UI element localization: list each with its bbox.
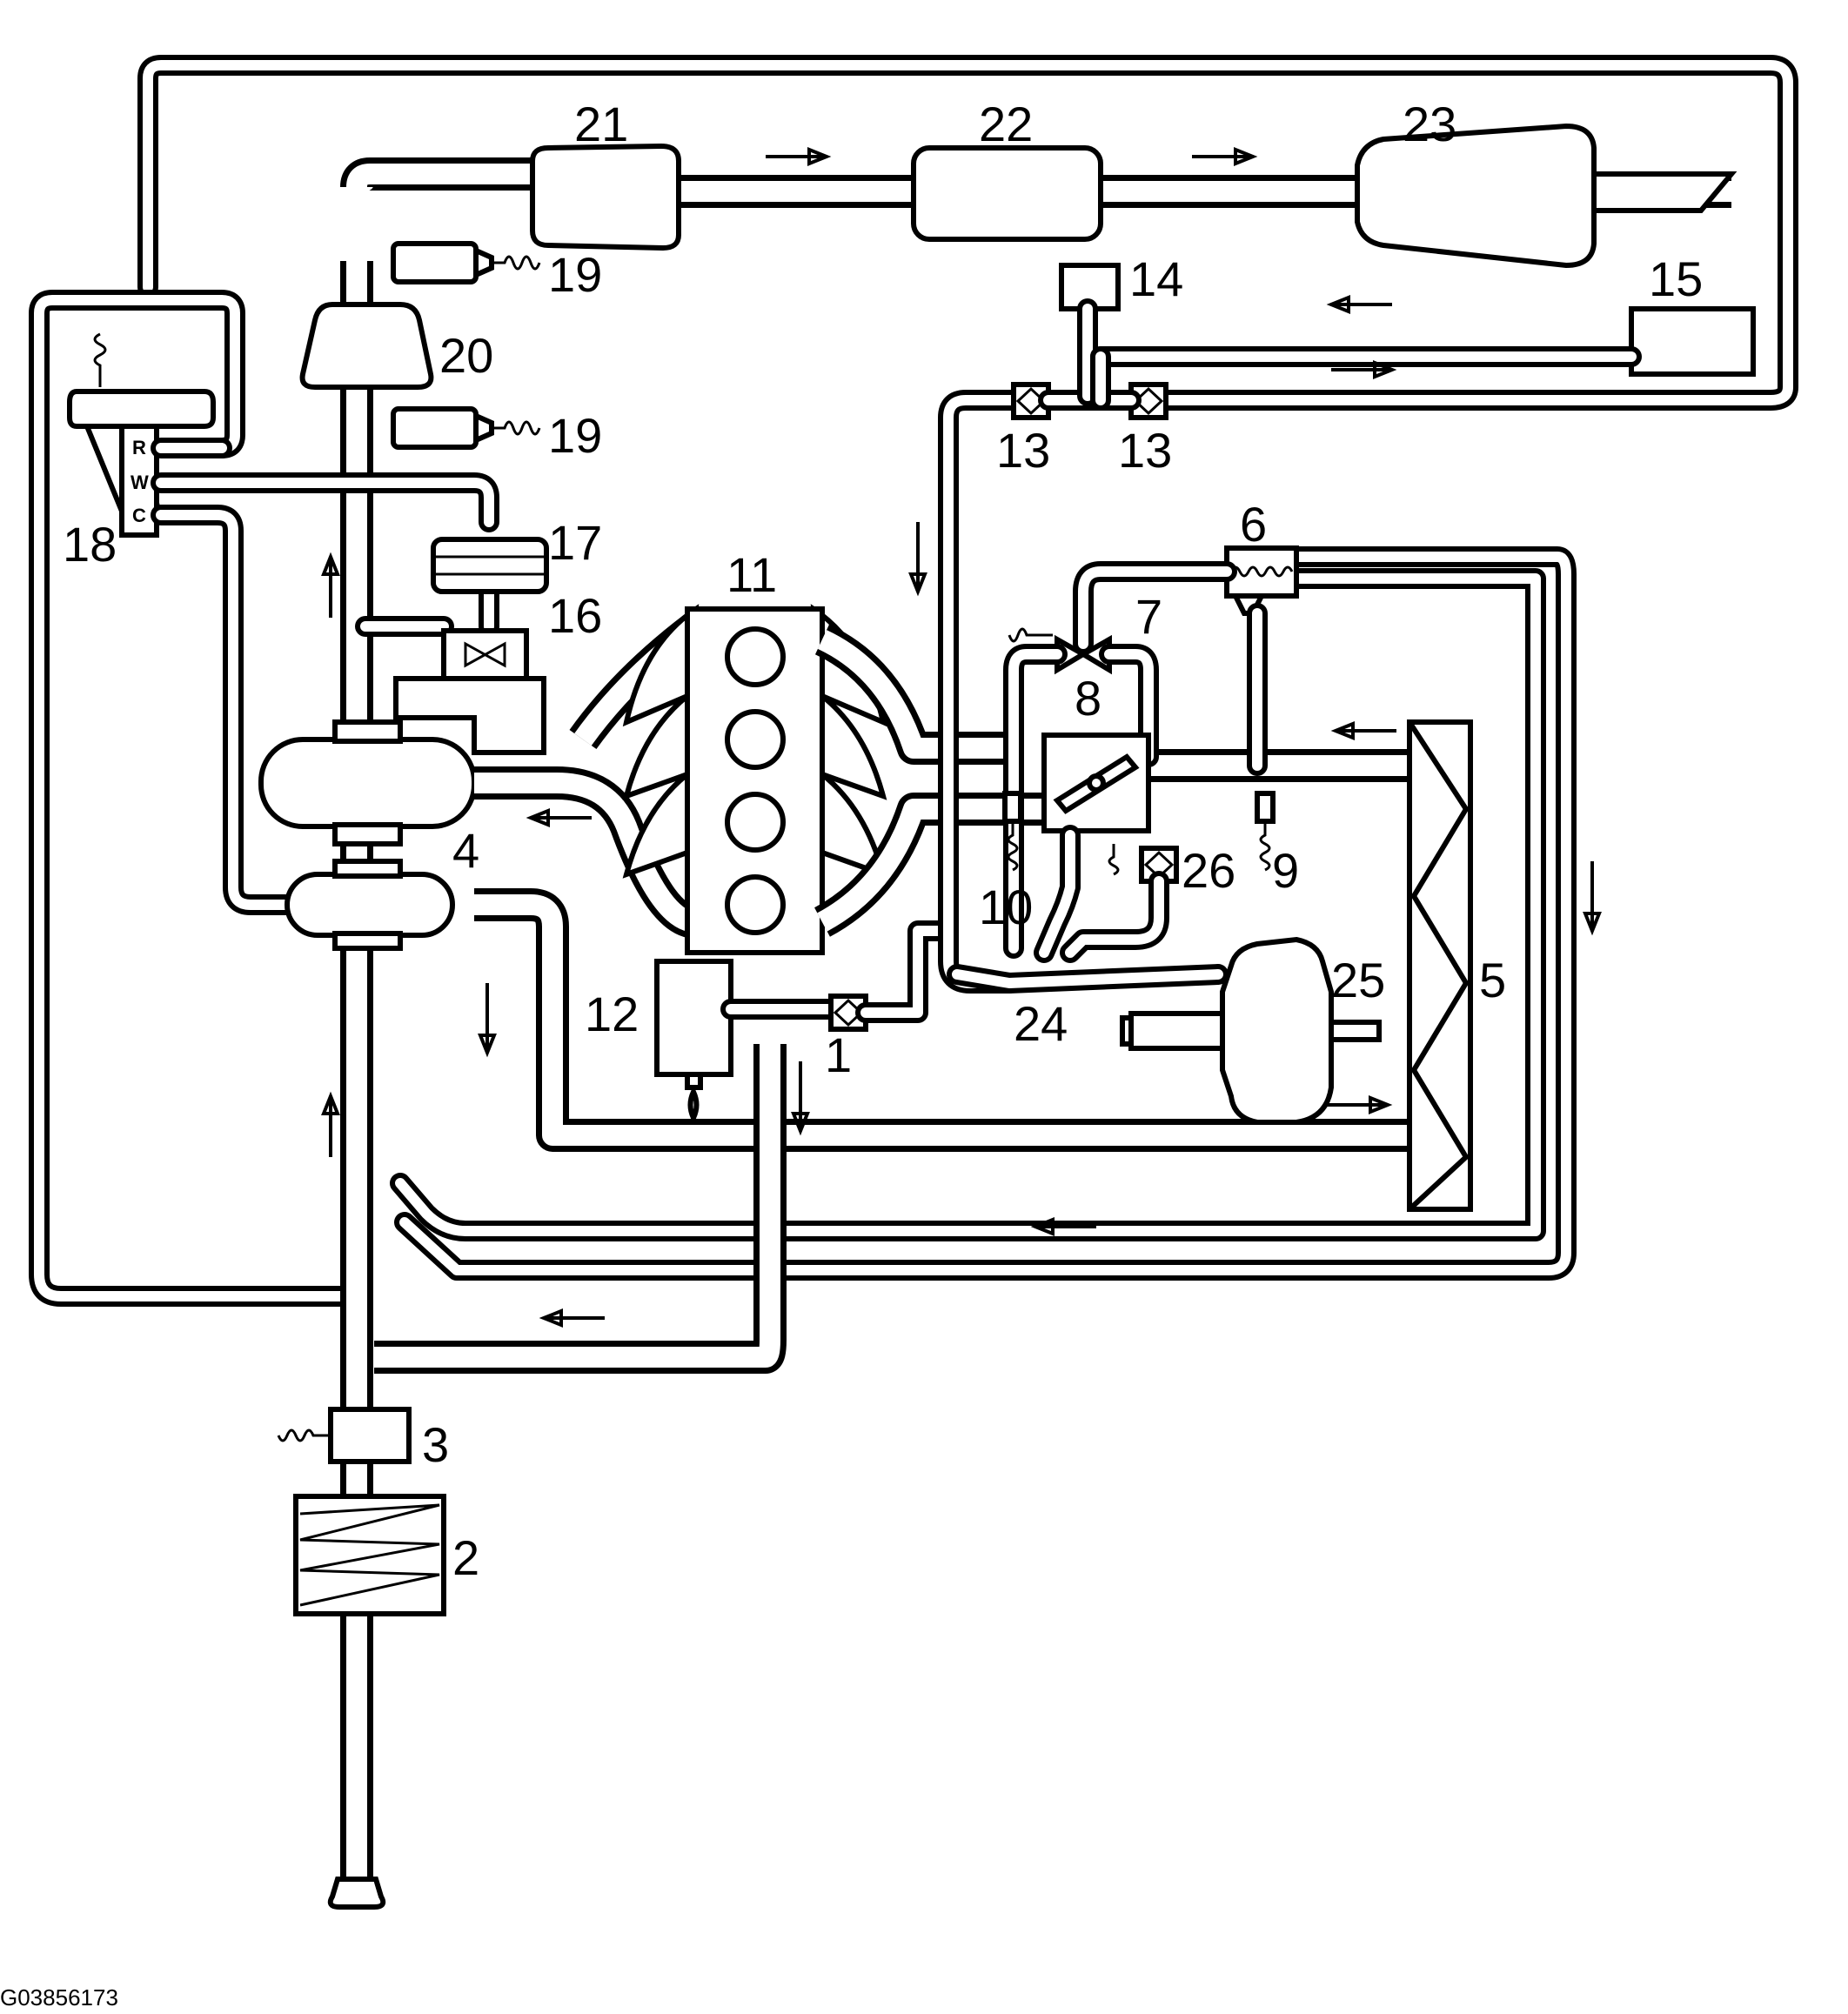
label-5: 5 [1479,953,1506,1007]
label-4: 4 [452,823,479,878]
intercooler-pipes [474,888,1409,1152]
label-8: 8 [1075,671,1101,726]
port-r-label: R [132,437,146,458]
label-2: 2 [452,1530,479,1585]
label-25: 25 [1331,953,1385,1007]
label-21: 21 [574,97,628,151]
component-26-check-valve [1060,844,1179,963]
label-17: 17 [548,515,602,570]
component-18-solenoid-valve [67,332,216,538]
port-w-label: W [131,472,149,493]
label-10: 10 [979,880,1033,934]
vent-loop-line [29,55,1798,1307]
return-loop-pipe [390,546,1577,1281]
label-22: 22 [979,97,1033,151]
component-23-muffler [1355,123,1597,269]
label-26: 26 [1182,843,1235,898]
air-intake-bell [327,1877,386,1910]
label-12: 12 [585,987,639,1041]
component-20-precatalyst [299,302,434,390]
label-16: 16 [548,588,602,643]
port-c-label: C [132,505,146,526]
component-22-silencer [911,145,1103,242]
component-3-mass-airflow-sensor [277,1407,412,1464]
control-tubes [151,438,499,915]
component-4-turbocharger [258,719,477,951]
label-9: 9 [1272,843,1299,898]
component-21-catalyst [530,143,681,251]
component-19-lower-oxygen-sensor [391,406,541,450]
label-11: 11 [726,547,777,602]
component-15-canister [1090,306,1756,411]
flow-arrows [321,147,1602,1328]
component-1-check-valve [828,920,959,1032]
label-19-upper: 19 [548,247,602,302]
lower-bypass-pipe [374,1044,787,1374]
label-24: 24 [1014,996,1068,1051]
component-14-sensor [1059,263,1121,406]
component-6-bypass-valve [1073,545,1299,776]
label-1: 1 [825,1027,852,1082]
component-17-diaphragm-actuator [431,537,549,594]
component-11-engine [622,604,887,955]
label-14: 14 [1129,251,1183,306]
figure-code: G03856173 [0,1984,118,2011]
component-25-brake-booster [1120,936,1382,1125]
component-8-throttle-body [1041,733,1151,833]
label-15: 15 [1649,251,1703,306]
component-9-pressure-sensor [1255,791,1276,872]
label-6: 6 [1240,497,1267,552]
label-20: 20 [439,328,493,383]
component-16-wastegate-valve [393,628,546,755]
label-13-left: 13 [996,423,1050,478]
label-23: 23 [1403,97,1456,151]
label-18: 18 [63,517,117,572]
component-2-air-filter [293,1494,446,1616]
component-13-check-valve-right [1128,382,1168,420]
component-24-vacuum-line [947,825,1229,994]
component-12-oil-separator [654,959,846,1125]
component-19-upper-oxygen-sensor [391,241,541,284]
label-19-lower: 19 [548,408,602,463]
main-vertical-pipe [340,157,539,1888]
component-7-solenoid-valve [1003,627,1159,959]
label-3: 3 [422,1417,449,1472]
component-5-intercooler [1407,719,1473,1212]
component-10-sensor [1002,791,1023,872]
intake-manifold-pipes [814,624,1409,937]
label-13-right: 13 [1118,423,1172,478]
label-7: 7 [1135,589,1162,644]
